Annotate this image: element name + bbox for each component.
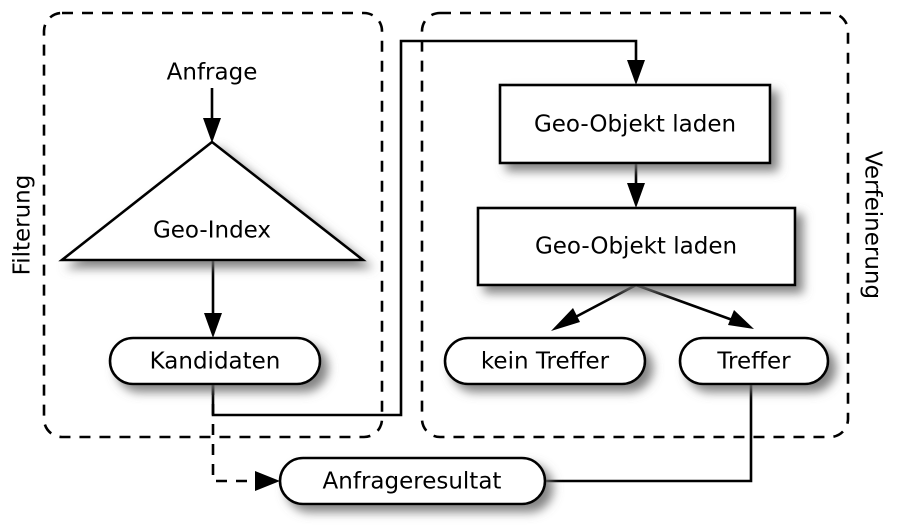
arrowhead-icon bbox=[627, 60, 645, 85]
node-anfrage-label: Anfrage bbox=[167, 60, 258, 86]
group-filterung-label: Filterung bbox=[10, 175, 36, 276]
group-filterung: Filterung bbox=[10, 11, 384, 439]
edge-geo-objekt-laden-2-to-kein-treffer bbox=[551, 283, 637, 331]
node-kandidaten-label: Kandidaten bbox=[150, 349, 281, 375]
node-geo-index-shape bbox=[58, 140, 367, 262]
node-treffer-shape bbox=[678, 336, 830, 386]
arrowhead-icon bbox=[255, 471, 280, 491]
node-anfrage[interactable]: Anfrage bbox=[167, 60, 258, 86]
edge-treffer-to-anfrageresultat bbox=[545, 384, 753, 483]
node-treffer[interactable] bbox=[678, 336, 830, 386]
arrowhead-icon bbox=[203, 118, 221, 143]
node-geo-index-label: Geo-Index bbox=[153, 218, 271, 244]
edge-geo-index-to-kandidaten bbox=[204, 260, 222, 338]
edge-anfrage-to-geo-index bbox=[203, 88, 221, 143]
arrowhead-icon bbox=[627, 183, 645, 208]
node-kein-treffer[interactable] bbox=[443, 336, 647, 386]
group-filterung-border bbox=[42, 11, 384, 439]
node-geo-objekt-laden-2[interactable] bbox=[476, 206, 797, 287]
arrowhead-icon bbox=[551, 308, 580, 331]
node-geo-objekt-laden-1-shape bbox=[498, 83, 772, 165]
node-anfrageresultat-shape bbox=[278, 456, 547, 506]
edge-kandidaten-to-anfrageresultat bbox=[211, 384, 280, 491]
node-geo-objekt-laden-1[interactable] bbox=[498, 83, 772, 165]
node-geo-objekt-laden-2-label: Geo-Objekt laden bbox=[535, 234, 737, 260]
arrowhead-icon bbox=[204, 313, 222, 338]
node-geo-index[interactable] bbox=[58, 140, 367, 262]
group-verfeinerung: Verfeinerung bbox=[420, 11, 886, 439]
edge-geo-objekt-laden-1-to-2 bbox=[627, 163, 645, 208]
edge-geo-objekt-laden-2-to-treffer bbox=[635, 283, 754, 329]
node-treffer-label: Treffer bbox=[716, 349, 791, 375]
arrowhead-icon bbox=[728, 310, 754, 329]
group-verfeinerung-label: Verfeinerung bbox=[860, 151, 886, 299]
node-geo-objekt-laden-2-shape bbox=[476, 206, 797, 287]
node-anfrageresultat[interactable] bbox=[278, 456, 547, 506]
group-verfeinerung-border bbox=[420, 11, 850, 439]
node-kandidaten[interactable] bbox=[108, 336, 322, 386]
node-kandidaten-shape bbox=[108, 336, 322, 386]
node-kein-treffer-label: kein Treffer bbox=[481, 349, 610, 375]
node-geo-objekt-laden-1-label: Geo-Objekt laden bbox=[534, 112, 736, 138]
node-kein-treffer-shape bbox=[443, 336, 647, 386]
node-anfrageresultat-label: Anfrageresultat bbox=[323, 469, 502, 495]
